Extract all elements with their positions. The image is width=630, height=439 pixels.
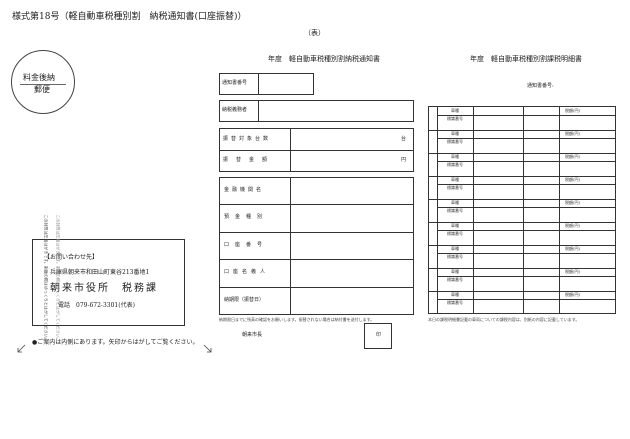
- contact-box: [32, 239, 185, 326]
- account-type-label: 預金種別: [224, 214, 269, 220]
- taxpayer-box: [219, 100, 414, 122]
- statement-number-label: 通知書番号:: [527, 83, 554, 89]
- statement-row: 車種 標識番号 税額(円): [437, 245, 615, 268]
- side-note: この封筒は圧着はがきです。剥離の際はゆっくりとはがしてください。: [43, 214, 49, 342]
- contact-office: 朝来市役所 税務課: [50, 283, 158, 294]
- statement-table: 車種 標識番号 税額(円) 車種 標識番号 税額(円) 車種 標識番号 税額(円…: [428, 106, 616, 314]
- bank-name-label: 金融機関名: [224, 187, 265, 193]
- postage-stamp: 料金後納 郵便: [11, 50, 75, 114]
- notice-number-box: [219, 73, 314, 95]
- due-date-label: 納期限（振替日）: [224, 297, 265, 303]
- statement-row: 車種 標識番号 税額(円): [437, 153, 615, 176]
- statement-row: 車種 標識番号 税額(円): [437, 199, 615, 222]
- issuer-name: 朝来市長: [242, 332, 263, 338]
- amount-unit: 円: [401, 157, 407, 163]
- official-seal-box: [364, 323, 392, 349]
- postage-divider: [20, 84, 66, 85]
- statement-row: 車種 標識番号 税額(円): [437, 291, 615, 313]
- taxpayer-label: 納税義務者: [222, 107, 248, 113]
- statement-title: 年度 軽自動車税種別割課税明細書: [470, 55, 582, 63]
- side-label: （表）: [304, 29, 325, 37]
- statement-row: 車種 標識番号 税額(円): [437, 107, 615, 130]
- arrow-left-icon: [17, 344, 26, 353]
- postage-line-1: 料金後納: [23, 73, 55, 82]
- contact-heading: 【お問い合わせ先】: [44, 254, 99, 261]
- vehicle-count-label: 振替対象台数: [223, 136, 272, 142]
- notice-title: 年度 軽自動車税種別割納税通知書: [268, 55, 380, 63]
- bank-info-box: [219, 177, 414, 315]
- statement-footnote: 本日の課税明細書記載の車両についての課税内容は、別紙の内容に記載しています。: [428, 317, 580, 322]
- statement-row: 車種 標識番号 税額(円): [437, 176, 615, 199]
- form-title: 様式第18号（軽自動車税種別割 納税通知書(口座振替)）: [12, 12, 247, 22]
- bottom-note: ●ご案内は内側にあります。矢印からはがしてご覧ください。: [32, 339, 199, 346]
- amount-label: 振替金額: [223, 157, 276, 163]
- statement-row: 車種 標識番号 税額(円): [437, 130, 615, 153]
- notice-footnote: 納期限日までに残高の確認をお願いします。振替されない場合は納付書を送付します。: [219, 317, 375, 322]
- arrow-right-icon: [203, 344, 212, 353]
- notice-number-label: 通知書番号: [222, 80, 248, 86]
- side-note-2: この封筒は圧着はがきです。剥離の際はゆっくりとはがしてください。: [55, 214, 61, 342]
- contact-address: 兵庫県朝来市和田山町東谷213番地1: [50, 269, 150, 276]
- statement-row: 車種 標識番号 税額(円): [437, 268, 615, 291]
- official-seal-text: 印: [376, 332, 382, 338]
- account-holder-label: 口座名義人: [224, 269, 270, 275]
- contact-phone: 電話 079-672-3301(代表): [58, 302, 135, 309]
- vehicle-count-unit: 台: [401, 136, 407, 142]
- postage-line-2: 郵便: [34, 85, 50, 94]
- account-number-label: 口座番号: [224, 242, 269, 248]
- statement-row: 車種 標識番号 税額(円): [437, 222, 615, 245]
